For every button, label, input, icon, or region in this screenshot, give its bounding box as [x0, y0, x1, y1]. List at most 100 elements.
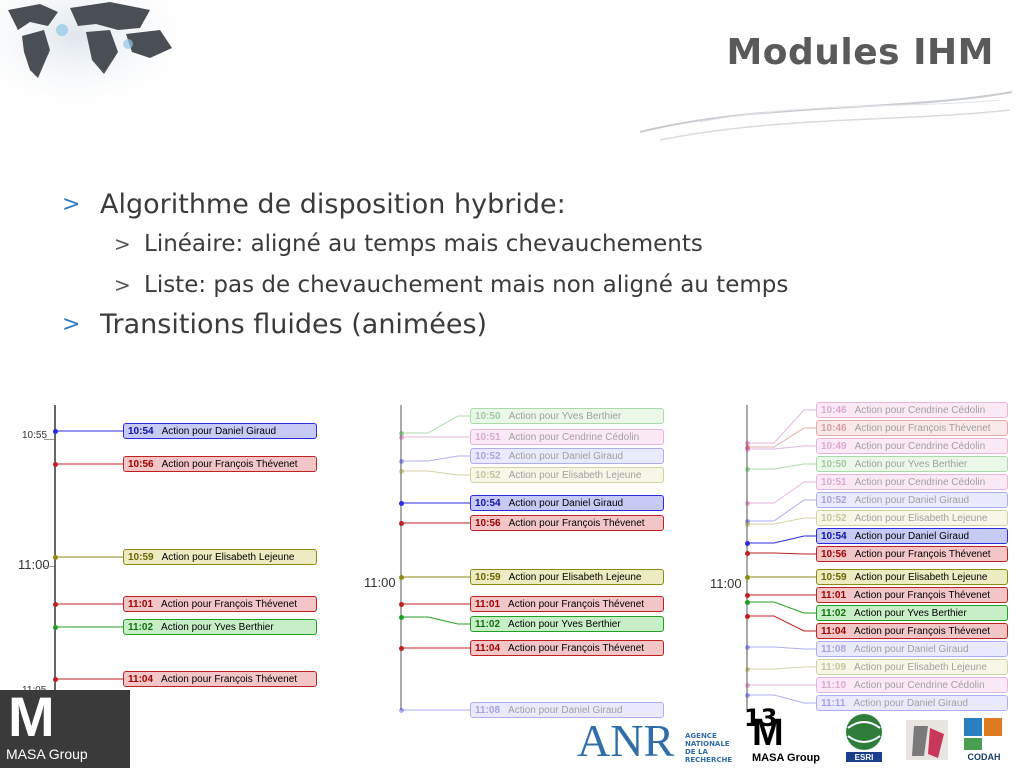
anr-logo-text: AGENCE NATIONALE DE LA RECHERCHE — [685, 732, 732, 764]
event-connector — [747, 666, 816, 670]
event-time: 10:59 — [821, 572, 847, 583]
event-connector — [401, 415, 470, 434]
event-label: Action pour Elisabeth Lejeune — [161, 552, 295, 563]
event-time: 11:01 — [821, 590, 847, 601]
event-time: 10:52 — [475, 470, 501, 481]
timeline-axis — [400, 405, 402, 710]
event-box[interactable]: 11:04 Action pour François Thévenet — [470, 640, 664, 656]
event-connector — [747, 594, 816, 596]
event-time: 10:51 — [821, 477, 847, 488]
event-time: 10:50 — [475, 411, 501, 422]
event-dot — [744, 467, 750, 472]
event-time: 11:10 — [821, 680, 847, 691]
event-label: Action pour François Thévenet — [508, 643, 645, 654]
event-connector — [747, 535, 816, 544]
event-connector — [401, 616, 470, 625]
event-label: Action pour Elisabeth Lejeune — [854, 662, 987, 673]
event-label: Action pour Cendrine Cédolin — [854, 477, 986, 488]
event-connector — [401, 502, 470, 504]
event-label: Action pour Daniel Giraud — [853, 698, 968, 709]
time-tick: 11:00 — [364, 575, 396, 590]
event-time: 10:50 — [821, 459, 847, 470]
event-box[interactable]: 10:51 Action pour Cendrine Cédolin — [816, 474, 1008, 490]
event-label: Action pour Yves Berthier — [854, 459, 968, 470]
bullet-arrow-icon: > — [114, 232, 131, 256]
partner-logo — [906, 720, 948, 760]
event-connector — [747, 552, 816, 555]
event-connector — [401, 647, 470, 649]
event-time: 10:59 — [128, 552, 154, 563]
event-label: Action pour Yves Berthier — [854, 608, 967, 619]
event-label: Action pour Cendrine Cédolin — [854, 405, 986, 416]
event-box[interactable]: 10:46 Action pour Cendrine Cédolin — [816, 402, 1008, 418]
event-label: Action pour Elisabeth Lejeune — [508, 572, 642, 583]
event-time: 10:59 — [475, 572, 501, 583]
event-connector — [55, 603, 123, 605]
event-connector — [747, 694, 816, 704]
page-number: 13 — [744, 704, 778, 732]
event-label: Action pour Cendrine Cédolin — [854, 441, 986, 452]
event-connector — [747, 615, 816, 632]
event-connector — [55, 678, 123, 680]
event-label: Action pour François Thévenet — [161, 599, 298, 610]
event-box[interactable]: 11:09 Action pour Elisabeth Lejeune — [816, 659, 1008, 675]
anr-text-line: AGENCE — [685, 732, 717, 740]
event-box[interactable]: 10:59 Action pour Elisabeth Lejeune — [470, 569, 664, 585]
esri-logo-text: ESRI — [855, 753, 874, 762]
event-time: 11:09 — [821, 662, 847, 673]
event-time: 10:52 — [821, 495, 847, 506]
esri-logo: ESRI — [846, 714, 882, 762]
event-time: 11:04 — [821, 626, 847, 637]
world-map-graphic — [0, 0, 190, 120]
event-label: Action pour Daniel Giraud — [508, 705, 623, 716]
event-connector — [747, 445, 816, 450]
event-time: 10:52 — [475, 451, 501, 462]
sub-bullet-item: > Linéaire: aligné au temps mais chevauc… — [62, 224, 788, 265]
event-box[interactable]: 10:50 Action pour Yves Berthier — [816, 456, 1008, 472]
event-time: 11:04 — [475, 643, 501, 654]
event-label: Action pour Elisabeth Lejeune — [854, 513, 988, 524]
event-time: 10:56 — [821, 549, 847, 560]
bullet-text: Linéaire: aligné au temps mais chevauche… — [144, 231, 703, 257]
event-connector — [55, 463, 123, 465]
anr-text-line: RECHERCHE — [685, 756, 733, 764]
event-dot — [398, 708, 404, 713]
event-time: 10:46 — [821, 405, 847, 416]
event-dot — [398, 435, 404, 440]
bullet-text: Algorithme de disposition hybride: — [100, 189, 566, 220]
event-dot — [744, 447, 750, 452]
bullet-item: > Algorithme de disposition hybride: — [62, 186, 788, 224]
event-box[interactable]: 10:59 Action pour Elisabeth Lejeune — [123, 549, 317, 565]
anr-logo-mark: ANR — [577, 715, 675, 766]
event-dot — [744, 667, 750, 672]
